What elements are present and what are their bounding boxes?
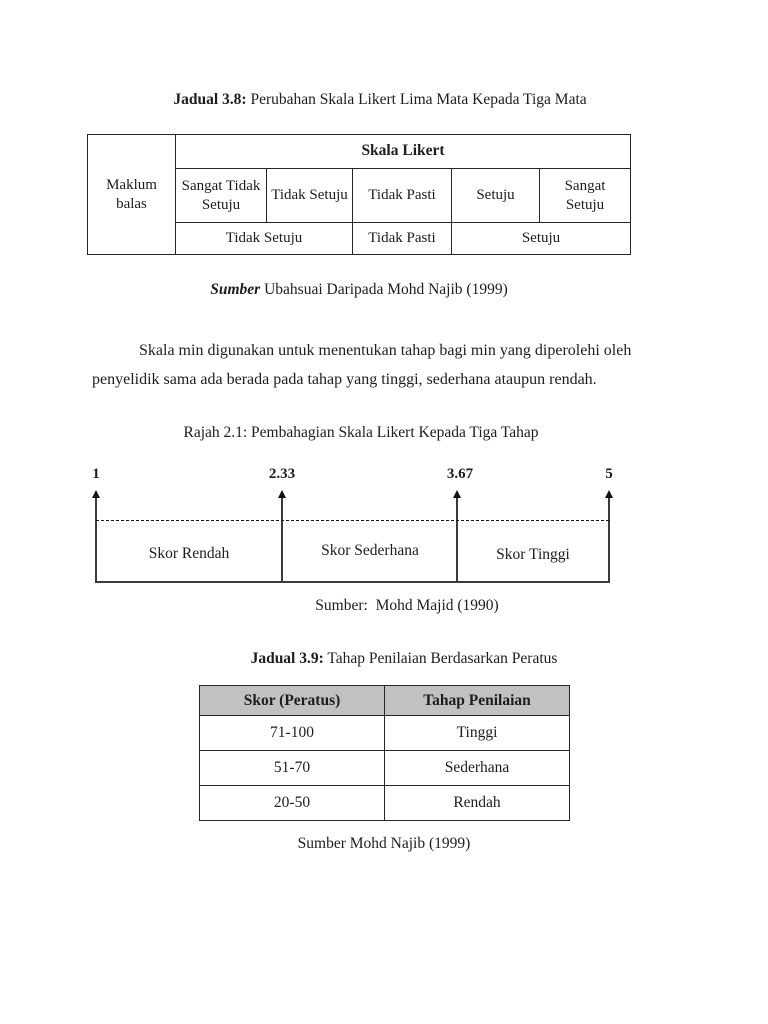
likert-conversion-table: Maklum balas Skala Likert Sangat Tidak S… (87, 134, 631, 255)
table38-scale5-cell: Setuju (451, 168, 540, 223)
table38-scale3-cell: Setuju (451, 222, 631, 255)
scale-divider-line (95, 498, 97, 583)
table39-header-cell: Skor (Peratus) (199, 685, 385, 716)
table-row: Sangat Tidak Setuju Tidak Setuju Tidak P… (88, 168, 631, 223)
up-arrow-icon (91, 490, 100, 498)
table38-source: Sumber Ubahsuai Daripada Mohd Najib (199… (210, 281, 507, 299)
table39-score-cell: 20-50 (199, 785, 385, 821)
scale-divider-line (456, 498, 458, 583)
up-arrow-icon (277, 490, 286, 498)
table38-title: Jadual 3.8: Perubahan Skala Likert Lima … (173, 91, 586, 109)
table-row: 51-70 Sederhana (199, 750, 570, 786)
scale-tick-label: 5 (605, 466, 613, 482)
table39-score-cell: 51-70 (199, 750, 385, 786)
scale-divider-line (608, 498, 610, 583)
table39-source: Sumber Mohd Najib (1999) (297, 835, 471, 852)
table38-scale5-cell: Tidak Pasti (352, 168, 452, 223)
table38-row-header: Maklum balas (87, 134, 176, 255)
table-row: 20-50 Rendah (199, 785, 570, 821)
table-row: 71-100 Tinggi (199, 715, 570, 751)
table39-score-cell: 71-100 (199, 715, 385, 751)
figure-source: Sumber: Mohd Majid (1990) (315, 597, 499, 614)
table39-level-cell: Tinggi (384, 715, 570, 751)
table-row: Tidak Setuju Tidak Pasti Setuju (88, 222, 631, 255)
table38-source-text: Ubahsuai Daripada Mohd Najib (1999) (260, 281, 508, 298)
table39-title-text: Tahap Penilaian Berdasarkan Peratus (323, 650, 558, 667)
body-paragraph-line2: penyelidik sama ada berada pada tahap ya… (92, 371, 597, 388)
table39-level-cell: Sederhana (384, 750, 570, 786)
table-header-row: Skor (Peratus) Tahap Penilaian (199, 685, 570, 716)
table39-header-cell: Tahap Penilaian (384, 685, 570, 716)
table38-scale5-cell: Tidak Setuju (266, 168, 353, 223)
scale-tick-label: 2.33 (268, 466, 296, 482)
up-arrow-icon (452, 490, 461, 498)
body-paragraph-line1: Skala min digunakan untuk menentukan tah… (139, 342, 632, 359)
scale-tick-label: 3.67 (446, 466, 474, 482)
segment-label: Skor Tinggi (496, 546, 570, 563)
table38-scale5-cell: Sangat Tidak Setuju (175, 168, 267, 223)
table38-source-label: Sumber (210, 281, 261, 298)
table38-title-label: Jadual 3.8: (173, 91, 247, 108)
up-arrow-icon (604, 490, 613, 498)
table38-group-header: Skala Likert (175, 134, 631, 169)
table39-level-cell: Rendah (384, 785, 570, 821)
segment-label: Skor Sederhana (321, 542, 419, 559)
table38-scale3-cell: Tidak Pasti (352, 222, 452, 255)
scale-baseline (95, 581, 610, 583)
scale-tick-label: 1 (92, 466, 100, 482)
table39-title: Jadual 3.9: Tahap Penilaian Berdasarkan … (251, 650, 558, 668)
table38-scale5-cell: Sangat Setuju (539, 168, 631, 223)
segment-label: Skor Rendah (148, 545, 230, 562)
dashed-reference-line (96, 520, 609, 521)
figure-caption: Rajah 2.1: Pembahagian Skala Likert Kepa… (183, 424, 539, 441)
table38-title-text: Perubahan Skala Likert Lima Mata Kepada … (246, 91, 587, 108)
table39-title-label: Jadual 3.9: (250, 650, 324, 667)
percentage-level-table: Skor (Peratus) Tahap Penilaian 71-100 Ti… (199, 685, 570, 821)
scale-divider-line (281, 498, 283, 583)
table38-scale3-cell: Tidak Setuju (175, 222, 353, 255)
